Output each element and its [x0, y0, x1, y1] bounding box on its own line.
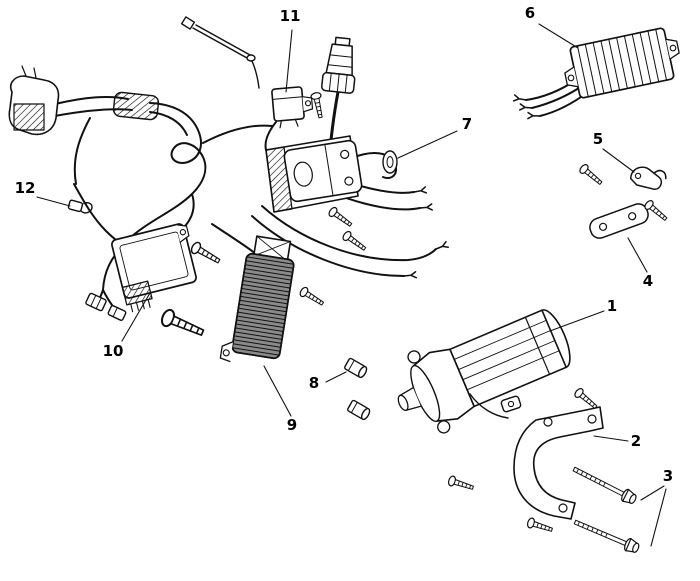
callout-11: 11 — [279, 7, 301, 25]
screw-icon — [572, 386, 600, 412]
wire-clamp — [629, 166, 667, 191]
callout-9: 9 — [286, 416, 298, 434]
spacer-bushings — [343, 357, 372, 422]
terminal-icon — [418, 203, 433, 212]
ignition-coil-primary — [283, 139, 363, 203]
callout-6: 6 — [524, 4, 536, 22]
screw-icon — [326, 205, 355, 230]
terminal-icon — [512, 94, 528, 104]
bushing-icon — [343, 357, 369, 380]
terminal-icon — [519, 103, 534, 112]
starter-motor — [397, 309, 571, 434]
callout-8: 8 — [308, 374, 320, 392]
callout-4: 4 — [642, 272, 654, 290]
terminal-icon — [527, 111, 541, 120]
small-connectors — [85, 292, 127, 321]
screw-icon — [525, 516, 555, 536]
terminal-icon — [402, 271, 417, 280]
terminal-icon — [434, 240, 450, 253]
regulator-rectifier — [564, 27, 680, 99]
screw-icon — [298, 285, 326, 309]
ignition-coil-secondary — [219, 235, 295, 363]
bushing-icon — [346, 399, 372, 422]
callout-5: 5 — [592, 130, 604, 148]
wire-clip — [67, 199, 93, 214]
callout-12: 12 — [14, 179, 36, 197]
flange-bolts — [570, 462, 642, 556]
harness-connector — [8, 65, 60, 136]
leader-lines — [36, 23, 667, 547]
callout-10: 10 — [102, 342, 124, 360]
callout-3: 3 — [662, 467, 674, 485]
screws — [158, 91, 670, 536]
callout-7: 7 — [461, 115, 473, 133]
mounting-plate — [589, 203, 649, 239]
cable-lead — [180, 16, 260, 89]
harness-wrap-band — [112, 91, 160, 121]
flange-bolt-icon — [570, 462, 639, 507]
screw-icon — [158, 307, 207, 342]
terminal-icon — [412, 186, 428, 196]
screw-icon — [446, 474, 476, 494]
flange-bolt-icon — [571, 515, 642, 556]
cdi-unit — [111, 223, 197, 313]
screw-icon — [340, 229, 369, 254]
starter-motor-terminal — [469, 393, 522, 419]
starter-relay — [271, 86, 314, 129]
callout-1: 1 — [606, 297, 618, 315]
spark-plug-cap — [321, 36, 356, 94]
screw-icon — [188, 240, 223, 268]
grommet — [382, 150, 398, 174]
callout-2: 2 — [630, 432, 642, 450]
motor-bracket — [513, 406, 604, 520]
screw-icon — [577, 162, 605, 188]
